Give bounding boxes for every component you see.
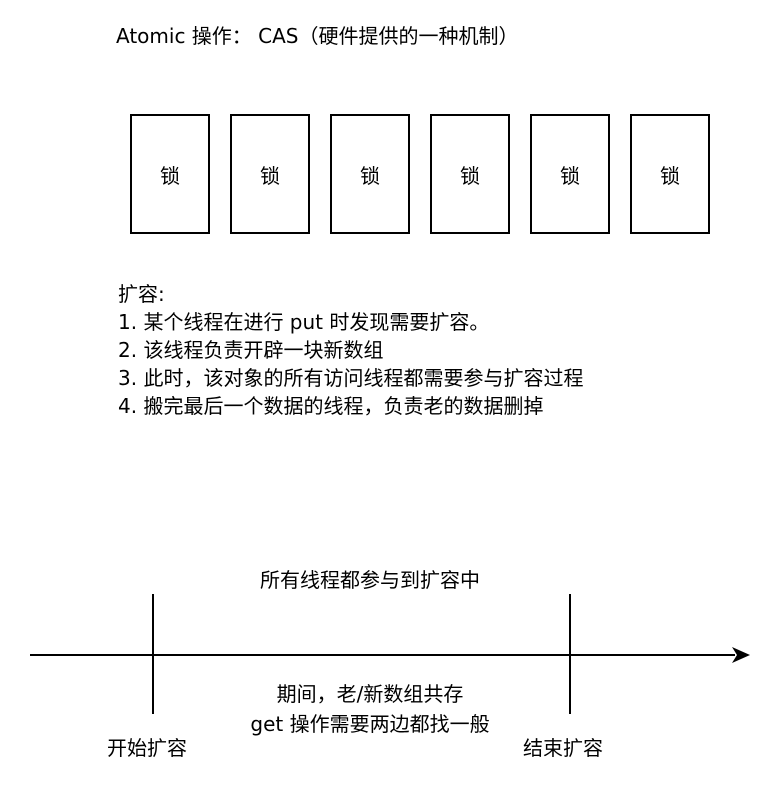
lock-label: 锁 (160, 163, 180, 188)
timeline-middle-line2: get 操作需要两边都找一般 (250, 712, 490, 736)
lock-box: 锁 (430, 114, 510, 234)
lock-label: 锁 (360, 163, 380, 188)
expand-step: 2. 该线程负责开辟一块新数组 (118, 338, 384, 362)
lock-box: 锁 (530, 114, 610, 234)
timeline-middle-line1: 期间，老/新数组共存 (276, 682, 464, 706)
end-label: 结束扩容 (523, 736, 603, 760)
start-label: 开始扩容 (107, 736, 187, 760)
expand-step: 3. 此时，该对象的所有访问线程都需要参与扩容过程 (118, 366, 584, 390)
timeline-arrowhead (732, 647, 750, 663)
lock-box: 锁 (130, 114, 210, 234)
timeline-top-label: 所有线程都参与到扩容中 (260, 568, 480, 592)
expand-step: 1. 某个线程在进行 put 时发现需要扩容。 (118, 310, 490, 334)
lock-box: 锁 (230, 114, 310, 234)
lock-label: 锁 (460, 163, 480, 188)
lock-box: 锁 (630, 114, 710, 234)
expand-heading: 扩容: (118, 282, 165, 306)
lock-box: 锁 (330, 114, 410, 234)
expand-step: 4. 搬完最后一个数据的线程，负责老的数据删掉 (118, 394, 544, 418)
lock-label: 锁 (560, 163, 580, 188)
lock-label: 锁 (260, 163, 280, 188)
diagram-title: Atomic 操作： CAS（硬件提供的一种机制） (116, 24, 519, 48)
expand-notes: 扩容: 1. 某个线程在进行 put 时发现需要扩容。 2. 该线程负责开辟一块… (118, 280, 583, 420)
lock-label: 锁 (660, 163, 680, 188)
